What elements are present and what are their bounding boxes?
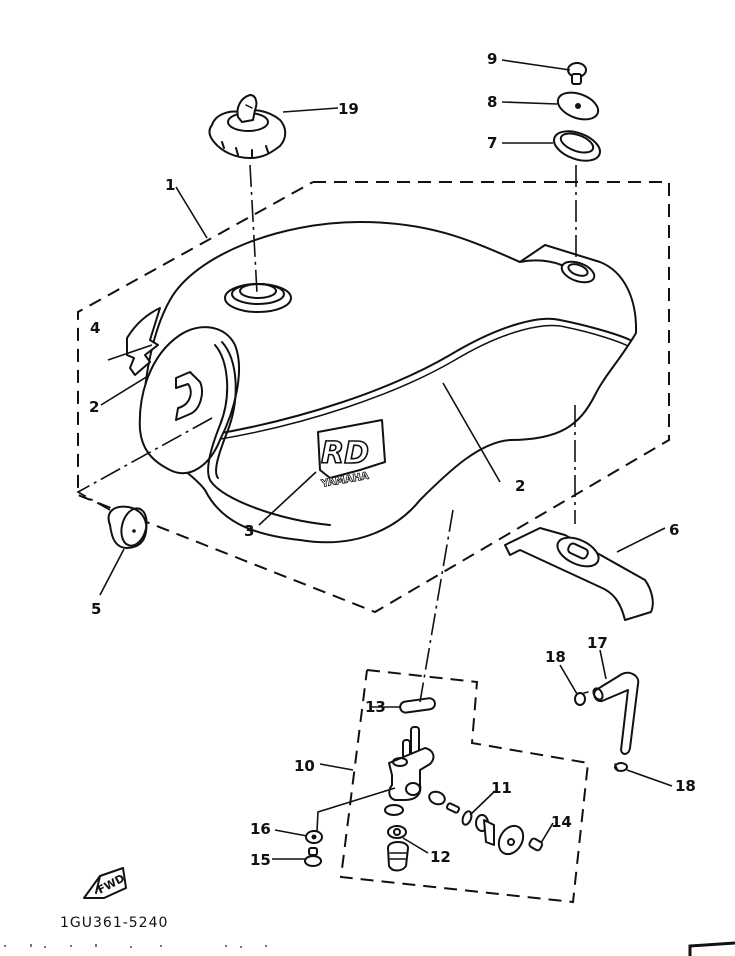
o-ring[interactable]: [461, 810, 473, 826]
valve-spring: [445, 802, 461, 814]
callout-2a: 2: [89, 398, 99, 416]
fuel-tank[interactable]: [138, 221, 638, 544]
leader-lines: [99, 59, 673, 860]
callout-16: 16: [250, 820, 271, 838]
screw[interactable]: [528, 837, 544, 852]
hose-clip-lower[interactable]: [614, 762, 628, 772]
grommet[interactable]: [550, 126, 604, 167]
valve-plunger: [428, 790, 446, 806]
drawing-code: 1GU361-5240: [60, 915, 168, 931]
callout-7: 7: [487, 134, 497, 152]
forward-direction-marker: FWD: [83, 867, 127, 899]
assembly-axes: [76, 164, 577, 703]
callout-19: 19: [338, 100, 359, 118]
bolt[interactable]: [304, 847, 322, 867]
rear-mount-hole: [560, 260, 596, 284]
callout-3: 3: [244, 522, 254, 540]
callout-1: 1: [165, 176, 175, 194]
side-decal[interactable]: [126, 307, 161, 376]
cover-plate[interactable]: [494, 822, 528, 859]
scan-noise: [4, 944, 267, 948]
emblem-logo: RD: [321, 436, 369, 471]
gasket[interactable]: [384, 804, 407, 839]
rubber-damper[interactable]: [107, 505, 151, 549]
callout-17: 17: [587, 634, 608, 652]
callout-12: 12: [430, 848, 451, 866]
fuel-hose[interactable]: [592, 671, 640, 755]
tank-mounting-bracket[interactable]: [504, 527, 654, 621]
callout-5: 5: [91, 600, 101, 618]
callout-4: 4: [90, 319, 100, 337]
filler-neck: [224, 283, 292, 313]
callout-18a: 18: [545, 648, 566, 666]
fuel-filler-cap[interactable]: [208, 94, 287, 159]
page-corner-mark: [688, 941, 735, 956]
fuel-cock-boundary: [339, 669, 590, 904]
callout-2b: 2: [515, 477, 525, 495]
callouts: 1 2 2 3 4 5 6 7 8 9 10 11 12 13 14 15 16…: [89, 50, 696, 869]
valve-lever[interactable]: [475, 814, 495, 846]
callout-11: 11: [491, 779, 512, 797]
callout-6: 6: [669, 521, 679, 539]
callout-15: 15: [250, 851, 271, 869]
hose-clip-upper[interactable]: [574, 691, 589, 706]
washer[interactable]: [305, 830, 323, 844]
mount-bolt[interactable]: [567, 62, 587, 85]
callout-8: 8: [487, 93, 497, 111]
tank-assembly-boundary: [77, 181, 670, 614]
callout-9: 9: [487, 50, 497, 68]
callout-18b: 18: [675, 777, 696, 795]
washer-plate[interactable]: [554, 88, 602, 125]
callout-14: 14: [551, 813, 572, 831]
fuel-cock-gasket[interactable]: [399, 697, 436, 714]
knee-recess: [138, 326, 331, 526]
filter-cup: [387, 841, 409, 872]
fuel-cock-body[interactable]: [388, 726, 435, 801]
callout-13: 13: [365, 698, 386, 716]
callout-10: 10: [294, 757, 315, 775]
